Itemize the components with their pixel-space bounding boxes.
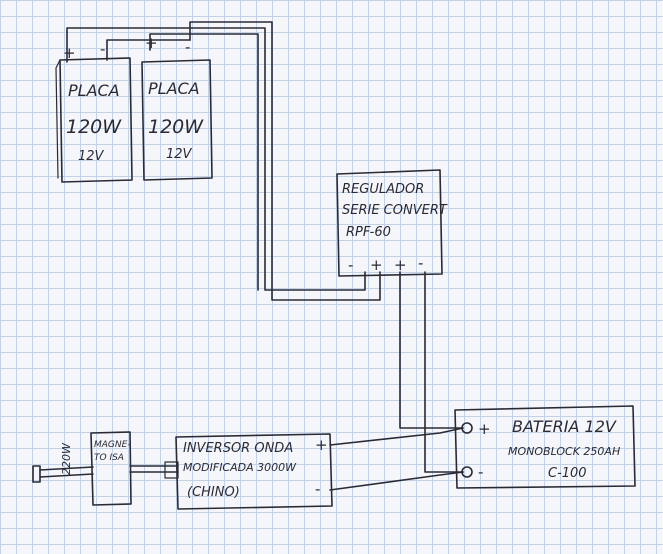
wire-regulator-battery-positive: [399, 271, 464, 429]
panel1-outline: [55, 59, 61, 179]
battery-minus-label: -: [478, 463, 483, 481]
inverter-input-plug: [164, 461, 179, 479]
battery-plus-label: +: [478, 420, 491, 438]
battery-frame: [454, 405, 636, 489]
inverter: INVERSOR ONDA MODIFICADA 3000W (CHINO) +…: [164, 433, 333, 510]
regulator-frame: [336, 169, 443, 277]
regulator-model-line: SERIE CONVERT: [342, 203, 448, 218]
regulator-model: RPF-60: [346, 225, 391, 240]
breaker-label-line2: TO ISA: [94, 453, 124, 463]
ac-output: 220W: [32, 442, 73, 483]
wire-panel1-negative: [106, 39, 191, 61]
panel2-plus-label: +: [145, 34, 158, 52]
wire-breaker-output: [39, 466, 94, 478]
battery-title: BATERIA 12V: [512, 417, 617, 436]
battery: + - BATERIA 12V MONOBLOCK 250AH C-100: [454, 405, 636, 489]
inverter-minus-label: -: [315, 480, 320, 498]
panel1-minus-label: -: [100, 40, 105, 58]
breaker-frame: [90, 431, 132, 506]
panel2-minus-label: -: [185, 38, 190, 56]
regulator-terminal-pv-neg: -: [348, 256, 353, 274]
panel1-plus-label: +: [63, 44, 76, 62]
panel2-voltage: 12V: [166, 147, 193, 162]
wire-regulator-battery-negative: [424, 271, 464, 473]
wires: [39, 21, 464, 491]
inverter-origin: (CHINO): [187, 485, 240, 500]
charge-regulator: REGULADOR SERIE CONVERT RPF-60 - + + -: [336, 169, 448, 277]
battery-model: C-100: [548, 466, 587, 481]
panel1-power: 120W: [66, 116, 122, 138]
panel1-frame: [59, 57, 133, 183]
battery-capacity: MONOBLOCK 250AH: [508, 445, 620, 458]
breaker-label-line1: MAGNE-: [94, 440, 131, 450]
battery-positive-terminal: [461, 422, 473, 434]
wire-panel2-positive: [149, 33, 259, 291]
regulator-terminal-bat-pos: +: [394, 256, 407, 274]
inverter-title: INVERSOR ONDA: [183, 441, 293, 456]
panel1-voltage: 12V: [78, 149, 105, 164]
output-voltage-label: 220W: [60, 442, 73, 475]
solar-panel-1: + - PLACA 120W 12V: [55, 40, 133, 183]
inverter-frame: [175, 433, 333, 510]
wire-inverter-breaker: [129, 465, 179, 473]
panel2-frame: [141, 59, 213, 181]
wire-panel2-negative: [189, 21, 381, 301]
regulator-terminal-bat-neg: -: [418, 254, 423, 272]
inverter-type: MODIFICADA 3000W: [183, 461, 297, 474]
wire-battery-inverter-positive: [329, 427, 464, 446]
panel1-title: PLACA: [68, 81, 120, 100]
panel2-power: 120W: [148, 116, 204, 138]
regulator-terminal-pv-pos: +: [370, 256, 383, 274]
magnetothermal-breaker: MAGNE- TO ISA: [90, 431, 132, 506]
wire-battery-inverter-negative: [329, 471, 464, 491]
battery-negative-terminal: [461, 466, 473, 478]
panel2-title: PLACA: [148, 79, 200, 98]
inverter-plus-label: +: [315, 436, 328, 454]
regulator-name: REGULADOR: [342, 182, 424, 197]
output-plug: [32, 465, 41, 483]
wire-panel1-positive: [66, 27, 366, 291]
solar-panel-2: + - PLACA 120W 12V: [141, 34, 213, 181]
